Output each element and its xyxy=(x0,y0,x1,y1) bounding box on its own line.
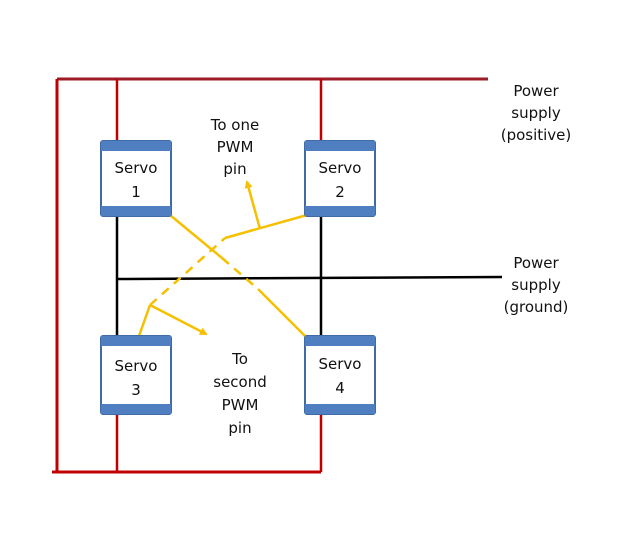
servo-1: Servo 1 xyxy=(100,140,172,217)
servo-bottom-band xyxy=(305,404,375,414)
servo-label-line1: Servo xyxy=(115,357,158,375)
label-power-positive: Power supply (positive) xyxy=(501,82,572,144)
label-power-ground-line1: Power xyxy=(513,254,559,272)
label-to-one-pwm-pin-line3: pin xyxy=(223,160,246,178)
label-to-one-pwm-pin-line2: PWM xyxy=(217,138,254,156)
servo-top-band xyxy=(101,141,171,151)
signal-servo3-stub xyxy=(137,304,152,337)
servo-top-band xyxy=(305,141,375,151)
arrow-to-one-pwm-pin xyxy=(244,180,262,230)
label-to-second-pwm-pin-line1: To xyxy=(231,350,248,368)
signal-servo1-servo4-dashed xyxy=(221,257,259,290)
servo-body xyxy=(100,335,172,415)
servo-label-line1: Servo xyxy=(319,355,362,373)
servo-bottom-band xyxy=(101,404,171,414)
label-power-positive-line1: Power xyxy=(513,82,559,100)
label-power-ground-line3: (ground) xyxy=(504,298,569,316)
label-to-second-pwm-pin-line2: second xyxy=(213,373,267,391)
servo-label-line1: Servo xyxy=(115,159,158,177)
servo-label-line2: 3 xyxy=(131,381,141,399)
servo-top-band xyxy=(305,336,375,346)
servo-2: Servo 2 xyxy=(304,140,376,217)
label-to-second-pwm-pin: To second PWM pin xyxy=(213,350,267,437)
label-power-ground-line2: supply xyxy=(511,276,561,294)
ground-bus xyxy=(116,275,503,281)
servo-body xyxy=(304,140,376,217)
signal-servo1-servo4-segment-a xyxy=(169,214,223,259)
servo-label-line2: 1 xyxy=(131,183,141,201)
servo-4: Servo 4 xyxy=(304,335,376,415)
servo-body xyxy=(304,335,376,415)
label-power-positive-line2: supply xyxy=(511,104,561,122)
arrow-to-second-pwm-pin xyxy=(149,303,208,336)
servo-3: Servo 3 xyxy=(100,335,172,415)
signal-wires xyxy=(137,180,308,338)
servo-label-line2: 2 xyxy=(335,183,345,201)
signal-servo3-servo2-dashed xyxy=(149,237,226,306)
servo-label-line2: 4 xyxy=(335,379,345,397)
label-to-second-pwm-pin-line3: PWM xyxy=(222,396,259,414)
label-to-one-pwm-pin-line1: To one xyxy=(210,116,259,134)
power-positive-wires xyxy=(52,77,488,474)
label-to-second-pwm-pin-line4: pin xyxy=(228,419,251,437)
servo-label-line1: Servo xyxy=(319,159,362,177)
signal-servo2-segment xyxy=(224,213,308,240)
servo-bottom-band xyxy=(101,206,171,216)
label-power-positive-line3: (positive) xyxy=(501,126,572,144)
signal-servo1-servo4-segment-b xyxy=(257,288,307,338)
servo-body xyxy=(100,140,172,217)
label-to-one-pwm-pin: To one PWM pin xyxy=(210,116,259,178)
label-power-ground: Power supply (ground) xyxy=(504,254,569,316)
servo-top-band xyxy=(101,336,171,346)
servo-bottom-band xyxy=(305,206,375,216)
